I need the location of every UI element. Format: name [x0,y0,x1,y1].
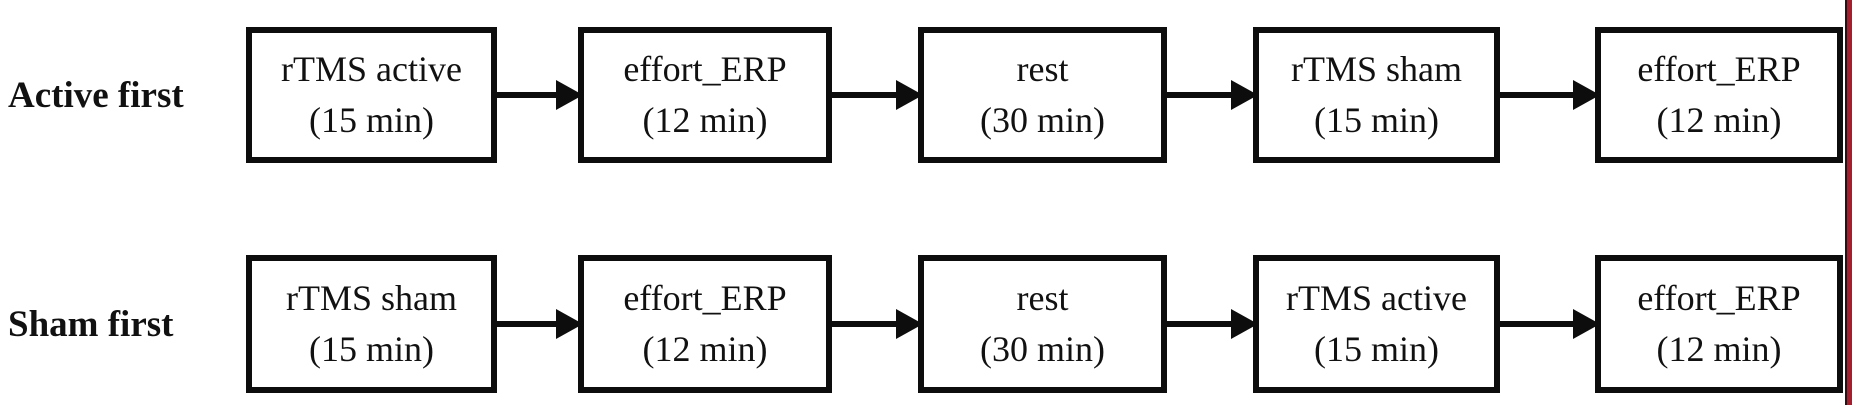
flow-box-duration: (12 min) [642,329,768,369]
flow-box-name: rest [1016,277,1069,318]
flow-box-duration: (30 min) [980,100,1105,140]
flow-box-duration: (15 min) [309,100,434,140]
flow-box-effort-erp: effort_ERP (12 min) [578,255,832,393]
row-label-sham-first: Sham first [8,303,174,345]
arrow-shaft [495,321,556,327]
arrow-shaft [1161,321,1231,327]
arrow-connector [495,80,583,110]
arrow-connector [1498,309,1600,339]
flow-box-duration: (15 min) [309,329,434,369]
flow-box-rtms-sham: rTMS sham (15 min) [1253,27,1500,163]
arrow-connector [1161,80,1258,110]
flow-box-duration: (12 min) [642,100,768,140]
flow-box-name: rTMS sham [286,277,457,318]
flow-box-rest: rest (30 min) [918,255,1167,393]
flow-box-rtms-sham: rTMS sham (15 min) [246,255,497,393]
flow-box-name: rTMS active [281,48,462,89]
flow-box-effort-erp: effort_ERP (12 min) [1595,255,1843,393]
flow-box-name: effort_ERP [1637,48,1801,89]
arrow-shaft [495,92,556,98]
flow-box-duration: (15 min) [1314,329,1439,369]
arrow-connector [1161,309,1258,339]
arrow-connector [830,309,923,339]
flow-box-name: effort_ERP [1637,277,1801,318]
arrow-shaft [1498,92,1573,98]
flow-box-effort-erp: effort_ERP (12 min) [1595,27,1843,163]
arrow-connector [1498,80,1600,110]
flow-box-duration: (12 min) [1656,329,1782,369]
arrow-shaft [1498,321,1573,327]
arrow-connector [495,309,583,339]
flow-box-name: rTMS sham [1291,48,1462,89]
arrow-connector [830,80,923,110]
arrow-shaft [830,92,896,98]
flow-box-name: effort_ERP [623,277,787,318]
arrow-shaft [830,321,896,327]
flow-box-name: effort_ERP [623,48,787,89]
red-edge-strip [1845,0,1852,405]
arrow-shaft [1161,92,1231,98]
row-label-active-first: Active first [8,74,184,116]
flow-box-duration: (30 min) [980,329,1105,369]
flow-box-duration: (12 min) [1656,100,1782,140]
flow-box-name: rest [1016,48,1069,89]
flow-box-rtms-active: rTMS active (15 min) [1253,255,1500,393]
flow-box-effort-erp: effort_ERP (12 min) [578,27,832,163]
flow-box-name: rTMS active [1286,277,1467,318]
flow-box-duration: (15 min) [1314,100,1439,140]
flow-box-rest: rest (30 min) [918,27,1167,163]
flow-box-rtms-active: rTMS active (15 min) [246,27,497,163]
